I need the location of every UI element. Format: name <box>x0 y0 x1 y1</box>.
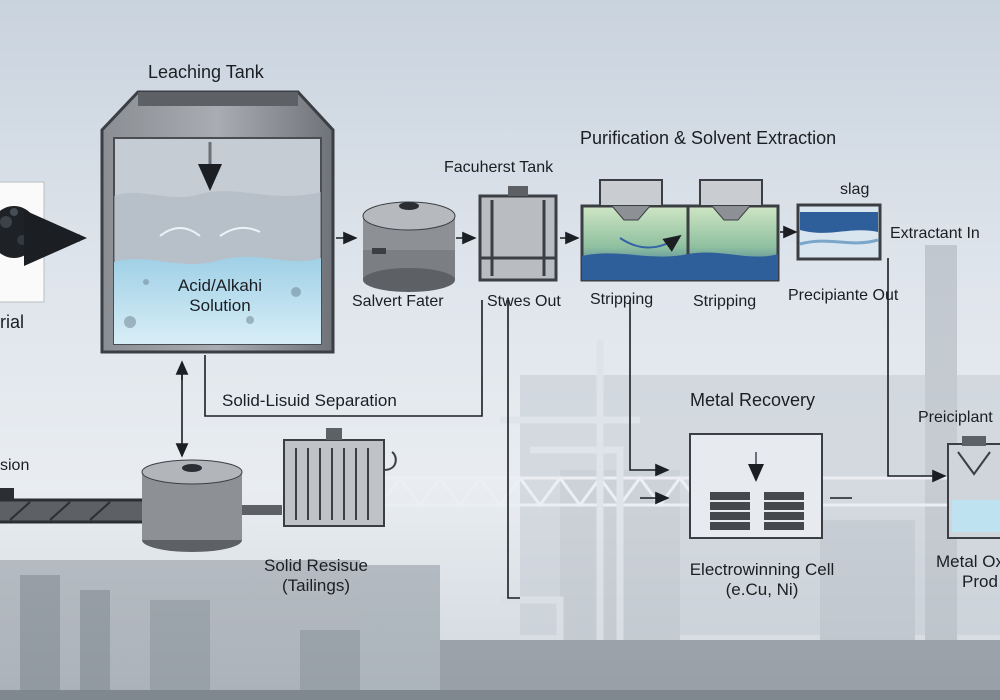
acid-solution-line1: Acid/Alkahi <box>177 276 263 295</box>
extractant-in-label: Extractant In <box>890 225 980 242</box>
sion-label: sion <box>0 457 30 474</box>
solvent-filter <box>362 201 456 292</box>
electrowinning-line1: Electrowinning Cell <box>689 560 835 579</box>
thickener <box>0 459 282 552</box>
background-factory <box>0 245 1000 700</box>
solid-liquid-separation-label: Solid-Lisuid Separation <box>222 391 397 410</box>
electrowinning-label: Electrowinning Cell (e.Cu, Ni) <box>682 560 842 601</box>
filter-press <box>283 428 397 527</box>
raw-material-image <box>0 181 45 303</box>
metal-oxide-label: Metal Ox Prod <box>936 552 1000 593</box>
purification-label: Purification & Solvent Extraction <box>580 128 837 148</box>
slag-label: slag <box>840 181 870 198</box>
stwes-out-label: Stwes Out <box>487 293 561 310</box>
solid-residue-label: Solid Resisue (Tailings) <box>246 556 386 597</box>
solvent-extraction-tanks <box>580 179 780 282</box>
metal-oxide-line2: Prod <box>962 572 998 592</box>
solid-residue-line2: (Tailings) <box>281 576 351 596</box>
raw-material-label: rial <box>0 312 25 332</box>
leaching-tank <box>100 90 335 354</box>
metal-oxide-tank <box>947 436 1000 539</box>
electrowinning-cell <box>689 433 823 539</box>
top-flow-arrows <box>336 225 798 245</box>
stripping-label-1: Stripping <box>590 291 654 308</box>
facuherst-tank <box>478 186 558 282</box>
precipiante-out-label: Precipiante Out <box>788 287 899 304</box>
separation-lines <box>175 258 947 599</box>
acid-solution-line2: Solution <box>189 296 251 316</box>
facuherst-tank-label: Facuherst Tank <box>444 159 554 176</box>
salvert-fater-label: Salvert Fater <box>352 293 444 310</box>
metal-recovery-label: Metal Recovery <box>690 390 816 410</box>
electrowinning-line2: (e.Cu, Ni) <box>725 580 799 600</box>
stripping-label-2: Stripping <box>693 293 757 310</box>
acid-solution-label: Acid/Alkahi Solution <box>150 276 290 317</box>
metal-oxide-line1: Metal Ox <box>936 552 1000 571</box>
slag-tank <box>796 203 882 261</box>
leaching-tank-label: Leaching Tank <box>148 62 264 82</box>
preiciplant-label: Preiciplant <box>918 409 993 426</box>
solid-residue-line1: Solid Resisue <box>264 556 368 575</box>
